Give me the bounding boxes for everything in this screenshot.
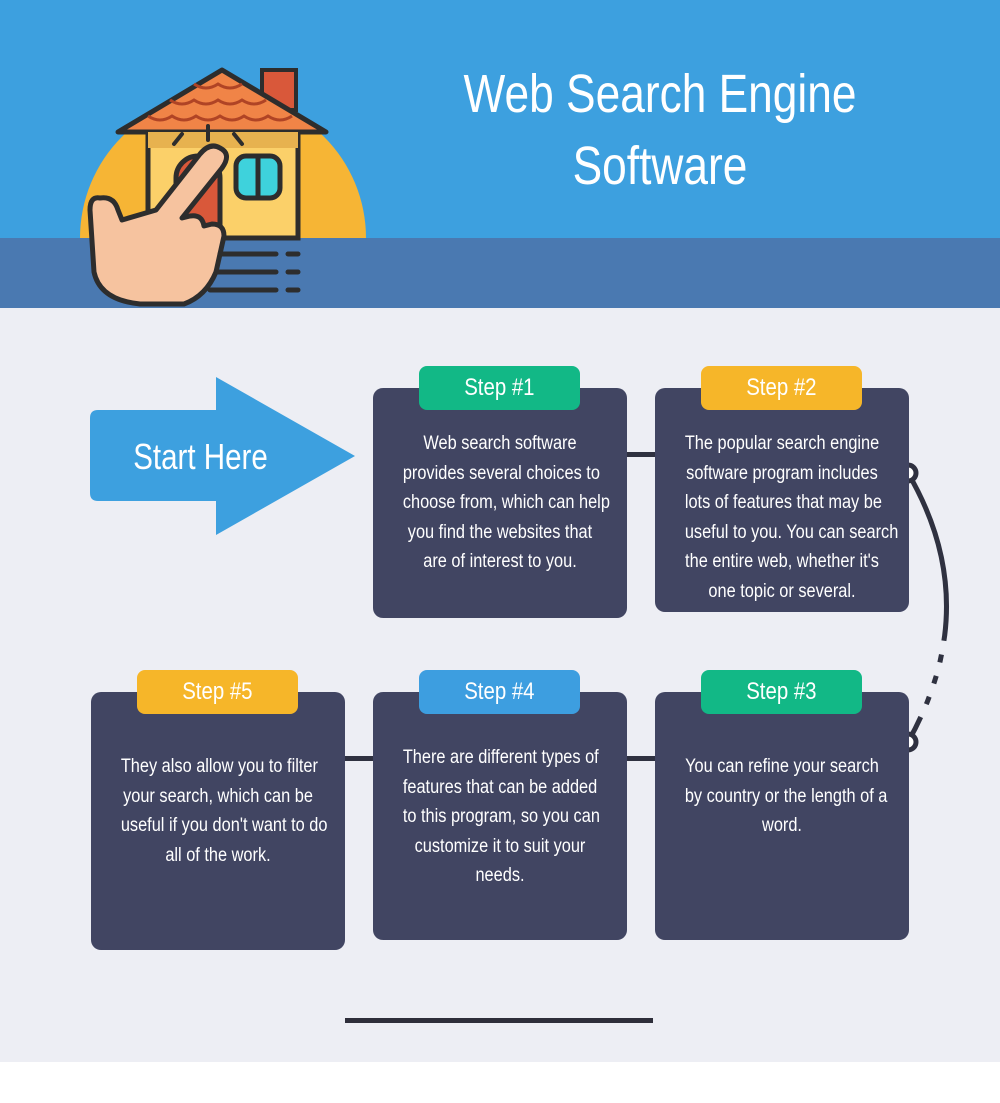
step-3-label: Step #3 bbox=[746, 678, 817, 705]
step-2-card: The popular search engine software progr… bbox=[655, 388, 909, 612]
step-4-text-line: There are different types of bbox=[402, 747, 599, 768]
step-4-text-line: features that can be added bbox=[402, 776, 598, 798]
step-1-text-line: are of interest to you. bbox=[423, 551, 577, 572]
step-2-text-line: one topic or several. bbox=[708, 580, 856, 602]
step-2-label: Step #2 bbox=[746, 374, 817, 401]
step-5-text-line: They also allow you to filter bbox=[120, 756, 318, 777]
connector-3-4 bbox=[627, 756, 656, 761]
start-here-label: Start Here bbox=[133, 436, 268, 477]
pointing-hand-icon bbox=[87, 143, 301, 307]
step-4-text-line: customize it to suit your bbox=[414, 835, 586, 857]
step-4-text-line: needs. bbox=[475, 865, 525, 886]
title-line-1: Web Search Engine bbox=[463, 64, 857, 124]
step-1-label: Step #1 bbox=[464, 374, 535, 401]
step-2-text-line: lots of features that may be bbox=[684, 492, 882, 513]
step-4-text-line: to this program, so you can bbox=[402, 806, 600, 827]
step-2-text-line: the entire web, whether it's bbox=[685, 551, 879, 572]
step-4-pill: Step #4 bbox=[419, 670, 580, 714]
step-3-text-line: You can refine your search bbox=[685, 756, 879, 777]
step-1-card: Web search software provides several cho… bbox=[373, 388, 627, 618]
step-1-text-line: provides several choices to bbox=[402, 462, 600, 484]
connector-1-2 bbox=[627, 452, 656, 457]
step-5-label: Step #5 bbox=[182, 678, 253, 705]
title-line-2: Software bbox=[572, 136, 748, 196]
step-2-text-line: useful to you. You can search bbox=[684, 521, 899, 543]
step-2-pill: Step #2 bbox=[701, 366, 862, 410]
step-5-text-line: your search, which can be bbox=[123, 785, 313, 807]
step-1-text-line: you find the websites that bbox=[407, 521, 593, 543]
page-title: Web Search Engine Software bbox=[463, 58, 857, 202]
step-5-card: They also allow you to filter your searc… bbox=[91, 692, 345, 950]
step-1-text-line: Web search software bbox=[423, 433, 577, 454]
step-3-card: You can refine your search by country or… bbox=[655, 692, 909, 940]
step-5-text-line: useful if you don't want to do bbox=[120, 815, 328, 836]
step-4-label: Step #4 bbox=[464, 678, 535, 705]
house-illustration bbox=[80, 67, 366, 307]
bottom-divider bbox=[345, 1018, 653, 1023]
connector-4-5 bbox=[345, 756, 374, 761]
step-3-text-line: by country or the length of a bbox=[684, 785, 888, 807]
step-3-text-line: word. bbox=[762, 815, 802, 836]
step-1-text-line: choose from, which can help bbox=[402, 492, 610, 513]
step-5-pill: Step #5 bbox=[137, 670, 298, 714]
step-4-card: There are different types of features th… bbox=[373, 692, 627, 940]
step-2-text-line: The popular search engine bbox=[684, 433, 880, 454]
step-1-pill: Step #1 bbox=[419, 366, 580, 410]
arrow-right-icon bbox=[90, 377, 355, 535]
step-3-pill: Step #3 bbox=[701, 670, 862, 714]
step-2-text-line: software program includes bbox=[686, 462, 878, 484]
step-5-text-line: all of the work. bbox=[165, 844, 271, 866]
footer bbox=[0, 1062, 1000, 1103]
